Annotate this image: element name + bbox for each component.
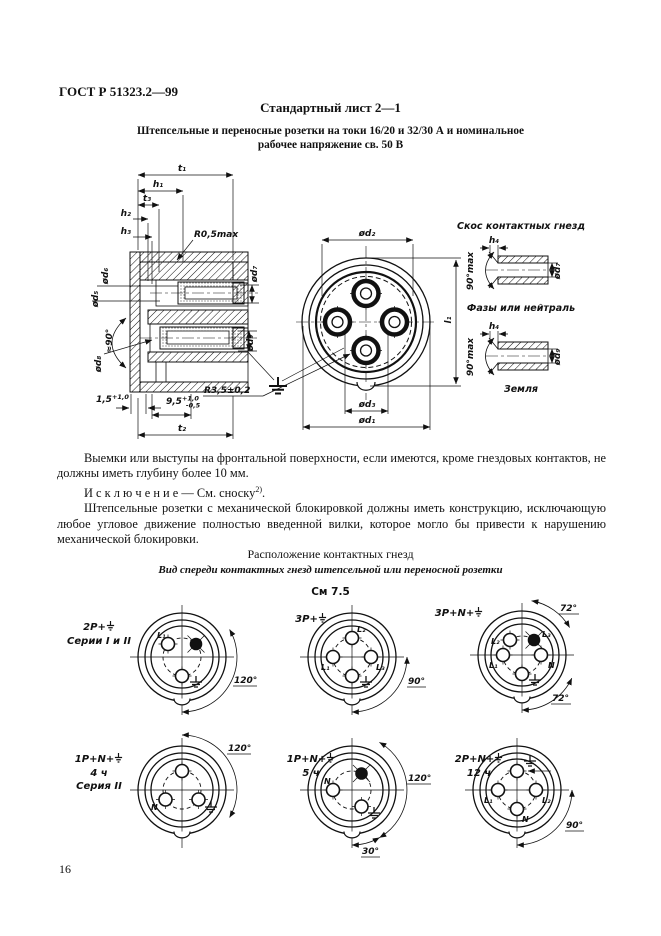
earth-icon: [106, 621, 114, 631]
dim-d5: ød₅: [91, 291, 101, 309]
earth-icon: [495, 753, 503, 763]
paragraph-recesses: Выемки или выступы на фронтальной поверх…: [57, 451, 606, 481]
contact-label: L₂: [542, 796, 551, 805]
series-label: Серия II: [76, 781, 122, 792]
dim-t2: t₂: [178, 424, 186, 434]
dim-d7: ød₇: [250, 266, 260, 284]
contact-label: L₃: [542, 630, 551, 639]
contact-label: N: [522, 815, 529, 824]
diagram-2p-n-earth-12h: L₁ L₂ N 90°: [464, 737, 584, 849]
dim-d9-detail: ød₉: [553, 349, 563, 367]
dim-90max-a: 90°max: [466, 251, 476, 290]
dim-h3: h₃: [121, 227, 131, 237]
dim-r05: R0,5max: [194, 230, 239, 240]
diagram-1p-n-earth-5h: N 120° 30°: [299, 737, 431, 858]
dim-t1: t₁: [178, 164, 186, 174]
diagram-2p-earth: L₁ 120°: [129, 604, 257, 716]
contact-label: L₃: [376, 663, 385, 672]
diagram-label-2p-earth: 2P+ Серии I и II: [57, 620, 141, 648]
dim-h2: h₂: [121, 209, 131, 219]
hours-label: 4 ч: [90, 767, 108, 779]
dim-d7-detail: ød₇: [553, 263, 563, 281]
contact-label: L₁: [321, 663, 330, 672]
earth-icon: [475, 607, 483, 617]
contact-label: L₁: [484, 796, 493, 805]
label-earth: Земля: [504, 384, 538, 395]
sleeve-details-drawing: Скос контактных гнезд h₄ 90°max ød₇ Фазы…: [457, 221, 585, 395]
dim-h4-a: h₄: [489, 236, 499, 246]
dim-d9: ød₉: [246, 335, 256, 353]
contact-label: L₂: [491, 637, 500, 646]
angle-label: 120°: [234, 676, 257, 686]
contact-arrangement-diagrams: L₁ 120° L₂ L₁ L₃ 90° L₂: [129, 599, 584, 858]
diagram-3p-earth: L₂ L₁ L₃ 90°: [299, 604, 426, 716]
angle-label: 72°: [552, 694, 569, 704]
sheet-subtitle-line1: Штепсельные и переносные розетки на токи…: [136, 125, 524, 137]
label-phase-neutral: Фазы или нейтраль: [467, 303, 575, 314]
angle-label: 30°: [362, 847, 379, 857]
hours-label: 5 ч: [302, 767, 320, 779]
page-number: 16: [59, 862, 71, 876]
diagram-label-3p-earth: 3P+: [283, 612, 339, 627]
diagram-1p-n-earth-4h: N 120°: [129, 732, 251, 849]
details-title: Скос контактных гнезд: [457, 221, 585, 232]
dim-r35: R3,5±0,2: [204, 386, 250, 396]
earth-icon: [115, 753, 123, 763]
diagram-label-3p-n-earth: 3P+N+: [426, 606, 492, 621]
body-text: Выемки или выступы на фронтальной поверх…: [57, 451, 606, 548]
contact-label: L₁: [157, 631, 166, 640]
dim-d6: ød₆: [101, 268, 111, 286]
dim-d1: ød₁: [358, 416, 376, 426]
arrangement-reference: См 7.5: [311, 586, 350, 598]
dim-d2: ød₂: [358, 229, 376, 239]
sheet-subtitle-line2: рабочее напряжение св. 50 В: [257, 139, 404, 151]
angle-label: 120°: [408, 774, 431, 784]
paragraph-exception: И с к л ю ч е н и е — См. сноску2).: [84, 484, 266, 500]
arrangement-subheading: Вид спереди контактных гнезд штепсельной…: [158, 564, 503, 576]
diagram-label-2p-n-earth-12h: 2P+N+ 12 ч: [442, 752, 516, 780]
dim-angle90: ≈90°: [105, 329, 115, 354]
dim-d3: ød₃: [358, 400, 376, 410]
dim-h4-b: h₄: [489, 322, 499, 332]
dim-9-5: 9,5+1,0-0,5: [166, 395, 201, 410]
angle-label: 90°: [408, 677, 425, 687]
dim-h1: h₁: [153, 180, 163, 190]
document-id: ГОСТ Р 51323.2—99: [59, 84, 178, 99]
contact-label: N: [151, 803, 158, 812]
dim-1-5: 1,5+1,0: [96, 393, 129, 405]
dim-t3: t₃: [143, 194, 151, 204]
diagram-3p-n-earth: L₂ L₃ L₁ N 72° 72°: [469, 599, 579, 714]
angle-label: 120°: [228, 744, 251, 754]
dim-l1: l₁: [444, 316, 454, 323]
dim-90max-b: 90°max: [466, 337, 476, 376]
contact-label: N: [548, 661, 555, 670]
contact-label: N: [324, 777, 331, 786]
hours-label: 12 ч: [466, 767, 492, 779]
angle-label: 72°: [560, 604, 577, 614]
dim-d8: ød₈: [94, 356, 104, 374]
diagram-label-1p-n-earth-5h: 1P+N+ 5 ч: [276, 752, 346, 780]
cross-section-drawing: t₁ h₁ t₃ h₂ h₃ R0,5max ød₆ ød₅ ≈90° ød₈: [91, 164, 260, 439]
contact-label: L₁: [489, 661, 498, 670]
paragraph-interlock: Штепсельные розетки с механической блоки…: [57, 501, 606, 547]
arrangement-heading: Расположение контактных гнезд: [247, 547, 414, 561]
sheet-title: Стандартный лист 2—1: [260, 100, 401, 115]
series-label: Серии I и II: [67, 635, 131, 647]
earth-icon: [318, 613, 326, 623]
earth-icon: [327, 753, 335, 763]
footnote-marker: 2): [255, 484, 263, 494]
contact-label: L₂: [357, 625, 366, 634]
angle-label: 90°: [566, 821, 583, 831]
front-view-drawing: ød₂ l₁ R3,5±0,2 ød₃ ød₁: [203, 229, 461, 430]
diagram-label-1p-n-earth-4h: 1P+N+ 4 ч Серия II: [57, 752, 141, 794]
